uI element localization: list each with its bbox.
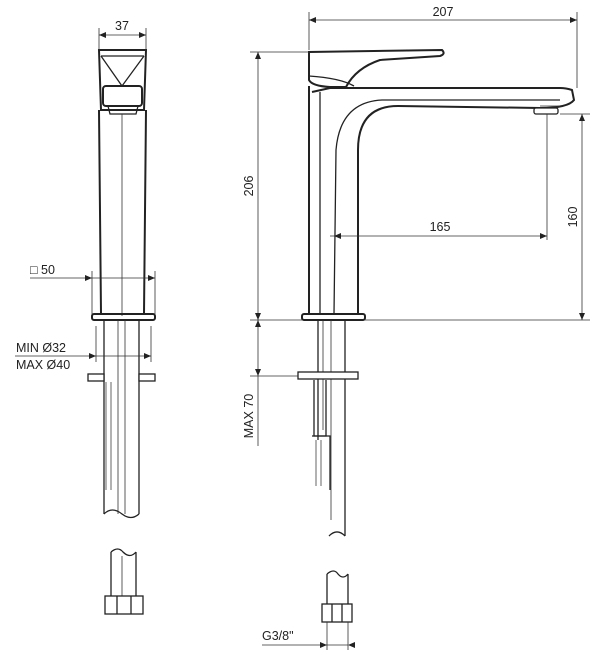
dim-spout-height: 160	[566, 207, 580, 228]
dim-max-thickness: MAX 70	[242, 394, 256, 439]
dim-total-height: 206	[242, 176, 256, 197]
dim-front-width: 37	[115, 19, 129, 33]
side-dimensions	[250, 12, 590, 650]
front-view	[87, 49, 156, 615]
dim-hole-max: MAX Ø40	[16, 358, 70, 372]
dim-total-length: 207	[433, 5, 454, 19]
dim-hole-min: MIN Ø32	[16, 341, 66, 355]
front-dimensions	[15, 28, 156, 362]
dim-thread: G3/8"	[262, 629, 294, 643]
side-view	[297, 48, 576, 623]
dim-spout-reach: 165	[430, 220, 451, 234]
dim-square-base: □ 50	[30, 263, 55, 277]
